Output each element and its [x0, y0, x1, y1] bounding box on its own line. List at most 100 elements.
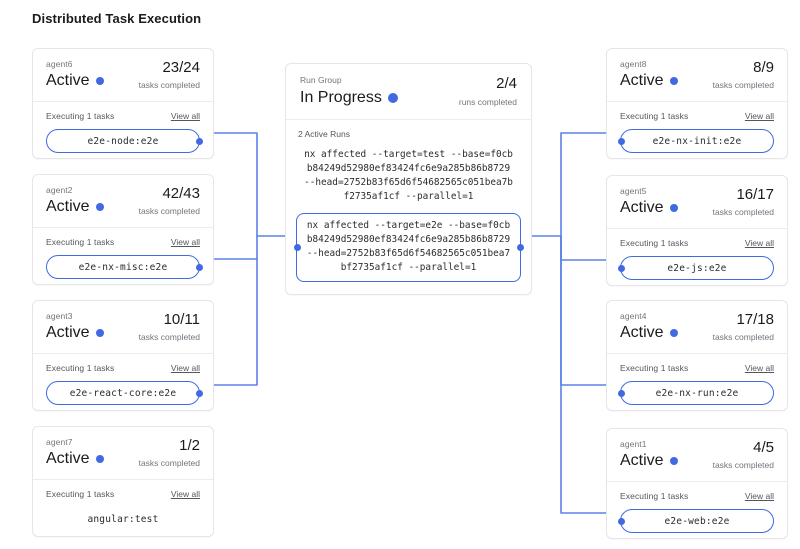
task-pill[interactable]: e2e-web:e2e [617, 509, 774, 533]
view-all-link[interactable]: View all [170, 363, 200, 373]
agent-card-body: Executing 1 tasks View all e2e-nx-misc:e… [33, 228, 213, 292]
task-name: e2e-web:e2e [664, 515, 730, 527]
agent-status: Active [620, 452, 664, 469]
connector-port-left-icon [617, 137, 625, 145]
task-name: angular:test [87, 513, 159, 525]
agent-card[interactable]: agent2 Active 42/43 tasks completed Exec… [32, 174, 214, 285]
connector-port-right-icon [195, 137, 203, 145]
runs-count-label: runs completed [458, 97, 517, 107]
agent-status: Active [46, 198, 90, 215]
tasks-count: 8/9 [753, 59, 774, 76]
agent-card[interactable]: agent1 Active 4/5 tasks completed Execut… [606, 428, 788, 539]
agent-card-header: agent1 Active 4/5 tasks completed [607, 429, 787, 482]
tasks-count: 17/18 [736, 311, 774, 328]
agent-name: agent7 [46, 437, 73, 447]
tasks-count: 1/2 [179, 437, 200, 454]
agent-card-header: agent5 Active 16/17 tasks completed [607, 176, 787, 229]
task-pill[interactable]: e2e-react-core:e2e [46, 381, 203, 405]
connector-port-left-icon [617, 389, 625, 397]
tasks-count: 23/24 [162, 59, 200, 76]
task-name: e2e-node:e2e [87, 135, 159, 147]
task-pill[interactable]: e2e-nx-run:e2e [617, 381, 774, 405]
executing-label: Executing 1 tasks [46, 111, 115, 121]
agent-name: agent5 [620, 186, 647, 196]
tasks-count-label: tasks completed [712, 460, 774, 470]
status-dot-icon [669, 204, 678, 212]
wire-agent3 [212, 235, 258, 386]
agent-card[interactable]: agent8 Active 8/9 tasks completed Execut… [606, 48, 788, 159]
agent-card-header: agent2 Active 42/43 tasks completed [33, 175, 213, 228]
executing-label: Executing 1 tasks [620, 491, 689, 501]
agent-status: Active [620, 324, 664, 341]
connector-port-left-icon [617, 264, 625, 272]
wire-agent6 [212, 132, 258, 237]
run-group-title: Run Group [300, 75, 342, 85]
task-name: e2e-react-core:e2e [69, 387, 177, 399]
agent-card-header: agent3 Active 10/11 tasks completed [33, 301, 213, 354]
view-all-link[interactable]: View all [744, 491, 774, 501]
task-pill[interactable]: angular:test [46, 507, 200, 531]
task-pill[interactable]: e2e-node:e2e [46, 129, 203, 153]
agent-name: agent2 [46, 185, 73, 195]
agent-card[interactable]: agent6 Active 23/24 tasks completed Exec… [32, 48, 214, 159]
status-dot-icon [95, 455, 104, 463]
executing-label: Executing 1 tasks [46, 237, 115, 247]
run-group-header: Run Group In Progress 2/4 runs completed [286, 64, 531, 120]
task-name: e2e-nx-run:e2e [655, 387, 739, 399]
agent-card[interactable]: agent7 Active 1/2 tasks completed Execut… [32, 426, 214, 537]
run-command-active[interactable]: nx affected --target=e2e --base=f0cbb842… [293, 213, 524, 282]
agent-card-body: Executing 1 tasks View all angular:test [33, 480, 213, 544]
run-command[interactable]: nx affected --target=test --base=f0cbb84… [304, 149, 513, 202]
view-all-link[interactable]: View all [170, 111, 200, 121]
agent-card-body: Executing 1 tasks View all e2e-nx-run:e2… [607, 354, 787, 418]
status-dot-icon [669, 329, 678, 337]
status-dot-icon [95, 77, 104, 85]
connector-port-right-icon [195, 389, 203, 397]
task-pill[interactable]: e2e-js:e2e [617, 256, 774, 280]
wire-agent4 [560, 235, 607, 386]
agent-card-header: agent6 Active 23/24 tasks completed [33, 49, 213, 102]
tasks-count-label: tasks completed [138, 458, 200, 468]
task-pill[interactable]: e2e-nx-init:e2e [617, 129, 774, 153]
agent-name: agent8 [620, 59, 647, 69]
agent-card-body: Executing 1 tasks View all e2e-nx-init:e… [607, 102, 787, 166]
executing-label: Executing 1 tasks [620, 111, 689, 121]
agent-status: Active [620, 199, 664, 216]
agent-card[interactable]: agent5 Active 16/17 tasks completed Exec… [606, 175, 788, 286]
agent-card-header: agent7 Active 1/2 tasks completed [33, 427, 213, 480]
agent-name: agent3 [46, 311, 73, 321]
agent-name: agent6 [46, 59, 73, 69]
run-group-card[interactable]: Run Group In Progress 2/4 runs completed… [285, 63, 532, 295]
tasks-count: 42/43 [162, 185, 200, 202]
connector-port-right-icon [195, 263, 203, 271]
agent-card[interactable]: agent4 Active 17/18 tasks completed Exec… [606, 300, 788, 411]
agent-card[interactable]: agent3 Active 10/11 tasks completed Exec… [32, 300, 214, 411]
wire-agent5 [560, 235, 607, 261]
tasks-count-label: tasks completed [138, 80, 200, 90]
executing-label: Executing 1 tasks [46, 363, 115, 373]
tasks-count-label: tasks completed [712, 332, 774, 342]
tasks-count-label: tasks completed [712, 207, 774, 217]
status-dot-icon [95, 329, 104, 337]
agent-card-header: agent4 Active 17/18 tasks completed [607, 301, 787, 354]
view-all-link[interactable]: View all [744, 111, 774, 121]
executing-label: Executing 1 tasks [46, 489, 115, 499]
view-all-link[interactable]: View all [744, 363, 774, 373]
view-all-link[interactable]: View all [170, 489, 200, 499]
status-dot-icon [669, 77, 678, 85]
agent-status: Active [46, 72, 90, 89]
tasks-count: 16/17 [736, 186, 774, 203]
run-command-text: nx affected --target=e2e --base=f0cbb842… [306, 220, 511, 273]
task-pill[interactable]: e2e-nx-misc:e2e [46, 255, 203, 279]
executing-label: Executing 1 tasks [620, 238, 689, 248]
status-dot-icon [387, 92, 398, 103]
view-all-link[interactable]: View all [170, 237, 200, 247]
tasks-count-label: tasks completed [138, 206, 200, 216]
page-title: Distributed Task Execution [32, 11, 202, 26]
agent-card-body: Executing 1 tasks View all e2e-react-cor… [33, 354, 213, 418]
task-name: e2e-nx-init:e2e [652, 135, 742, 147]
runs-count: 2/4 [496, 75, 517, 92]
view-all-link[interactable]: View all [744, 238, 774, 248]
tasks-count: 4/5 [753, 439, 774, 456]
tasks-count-label: tasks completed [712, 80, 774, 90]
